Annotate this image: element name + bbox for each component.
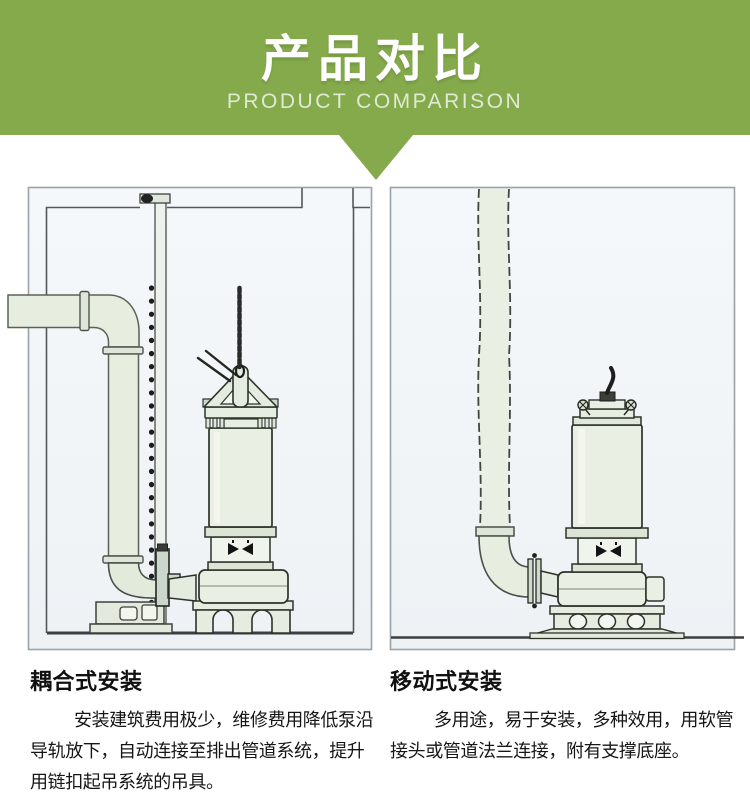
banner-pointer-down [339, 135, 413, 180]
flexible-hose [475, 188, 515, 537]
page-subtitle: PRODUCT COMPARISON [226, 90, 524, 113]
mobile-installation-title: 移动式安装 [390, 669, 503, 694]
lifting-eyes [577, 399, 637, 416]
header-banner: 产品对比 PRODUCT COMPARISON [0, 0, 750, 135]
coupled-installation-section: 耦合式安装 安装建筑费用极少，维修费用降低泵沿 导轨放下，自动连接至排出管道系统… [30, 668, 378, 793]
mobile-installation-section: 移动式安装 多用途，易于安装，多种效用，用软管 接头或管道法兰连接，附有支撑底座… [390, 668, 742, 767]
support-base-lip [549, 605, 665, 615]
riser-pipe [107, 353, 140, 557]
seal-arrows [596, 545, 621, 557]
pump-stand [195, 609, 291, 634]
mobile-installation-diagram [389, 186, 744, 651]
pipe-flange [79, 290, 90, 332]
page-title: 产品对比 [261, 31, 489, 87]
discharge-pipe [7, 290, 144, 564]
tank-walls [45, 188, 370, 633]
inlet-cone [540, 570, 559, 598]
motor-top-plate [204, 406, 278, 419]
submersible-pump-left [168, 285, 294, 634]
submersible-pump-right [529, 366, 685, 640]
seal-arrows [228, 543, 253, 555]
coupled-installation-diagram [7, 186, 373, 651]
rail-claw [155, 548, 170, 607]
coupled-installation-title: 耦合式安装 [30, 669, 143, 694]
seal-chamber [210, 536, 271, 563]
discharge-elbow [478, 535, 559, 609]
installation-diagrams [7, 186, 744, 651]
elbow-flange [102, 346, 144, 355]
pump-discharge-cone [168, 574, 197, 602]
power-cable [605, 366, 616, 395]
riser-flange [102, 555, 144, 564]
hose-clamp [475, 526, 515, 537]
coupled-installation-description: 安装建筑费用极少，维修费用降低泵沿 导轨放下，自动连接至排出管道系统，提升 用链… [30, 710, 374, 792]
mobile-installation-description: 多用途，易于安装，多种效用，用软管 接头或管道法兰连接，附有支撑底座。 [390, 710, 734, 761]
power-cables [196, 349, 238, 383]
auto-coupling-base [89, 543, 181, 634]
